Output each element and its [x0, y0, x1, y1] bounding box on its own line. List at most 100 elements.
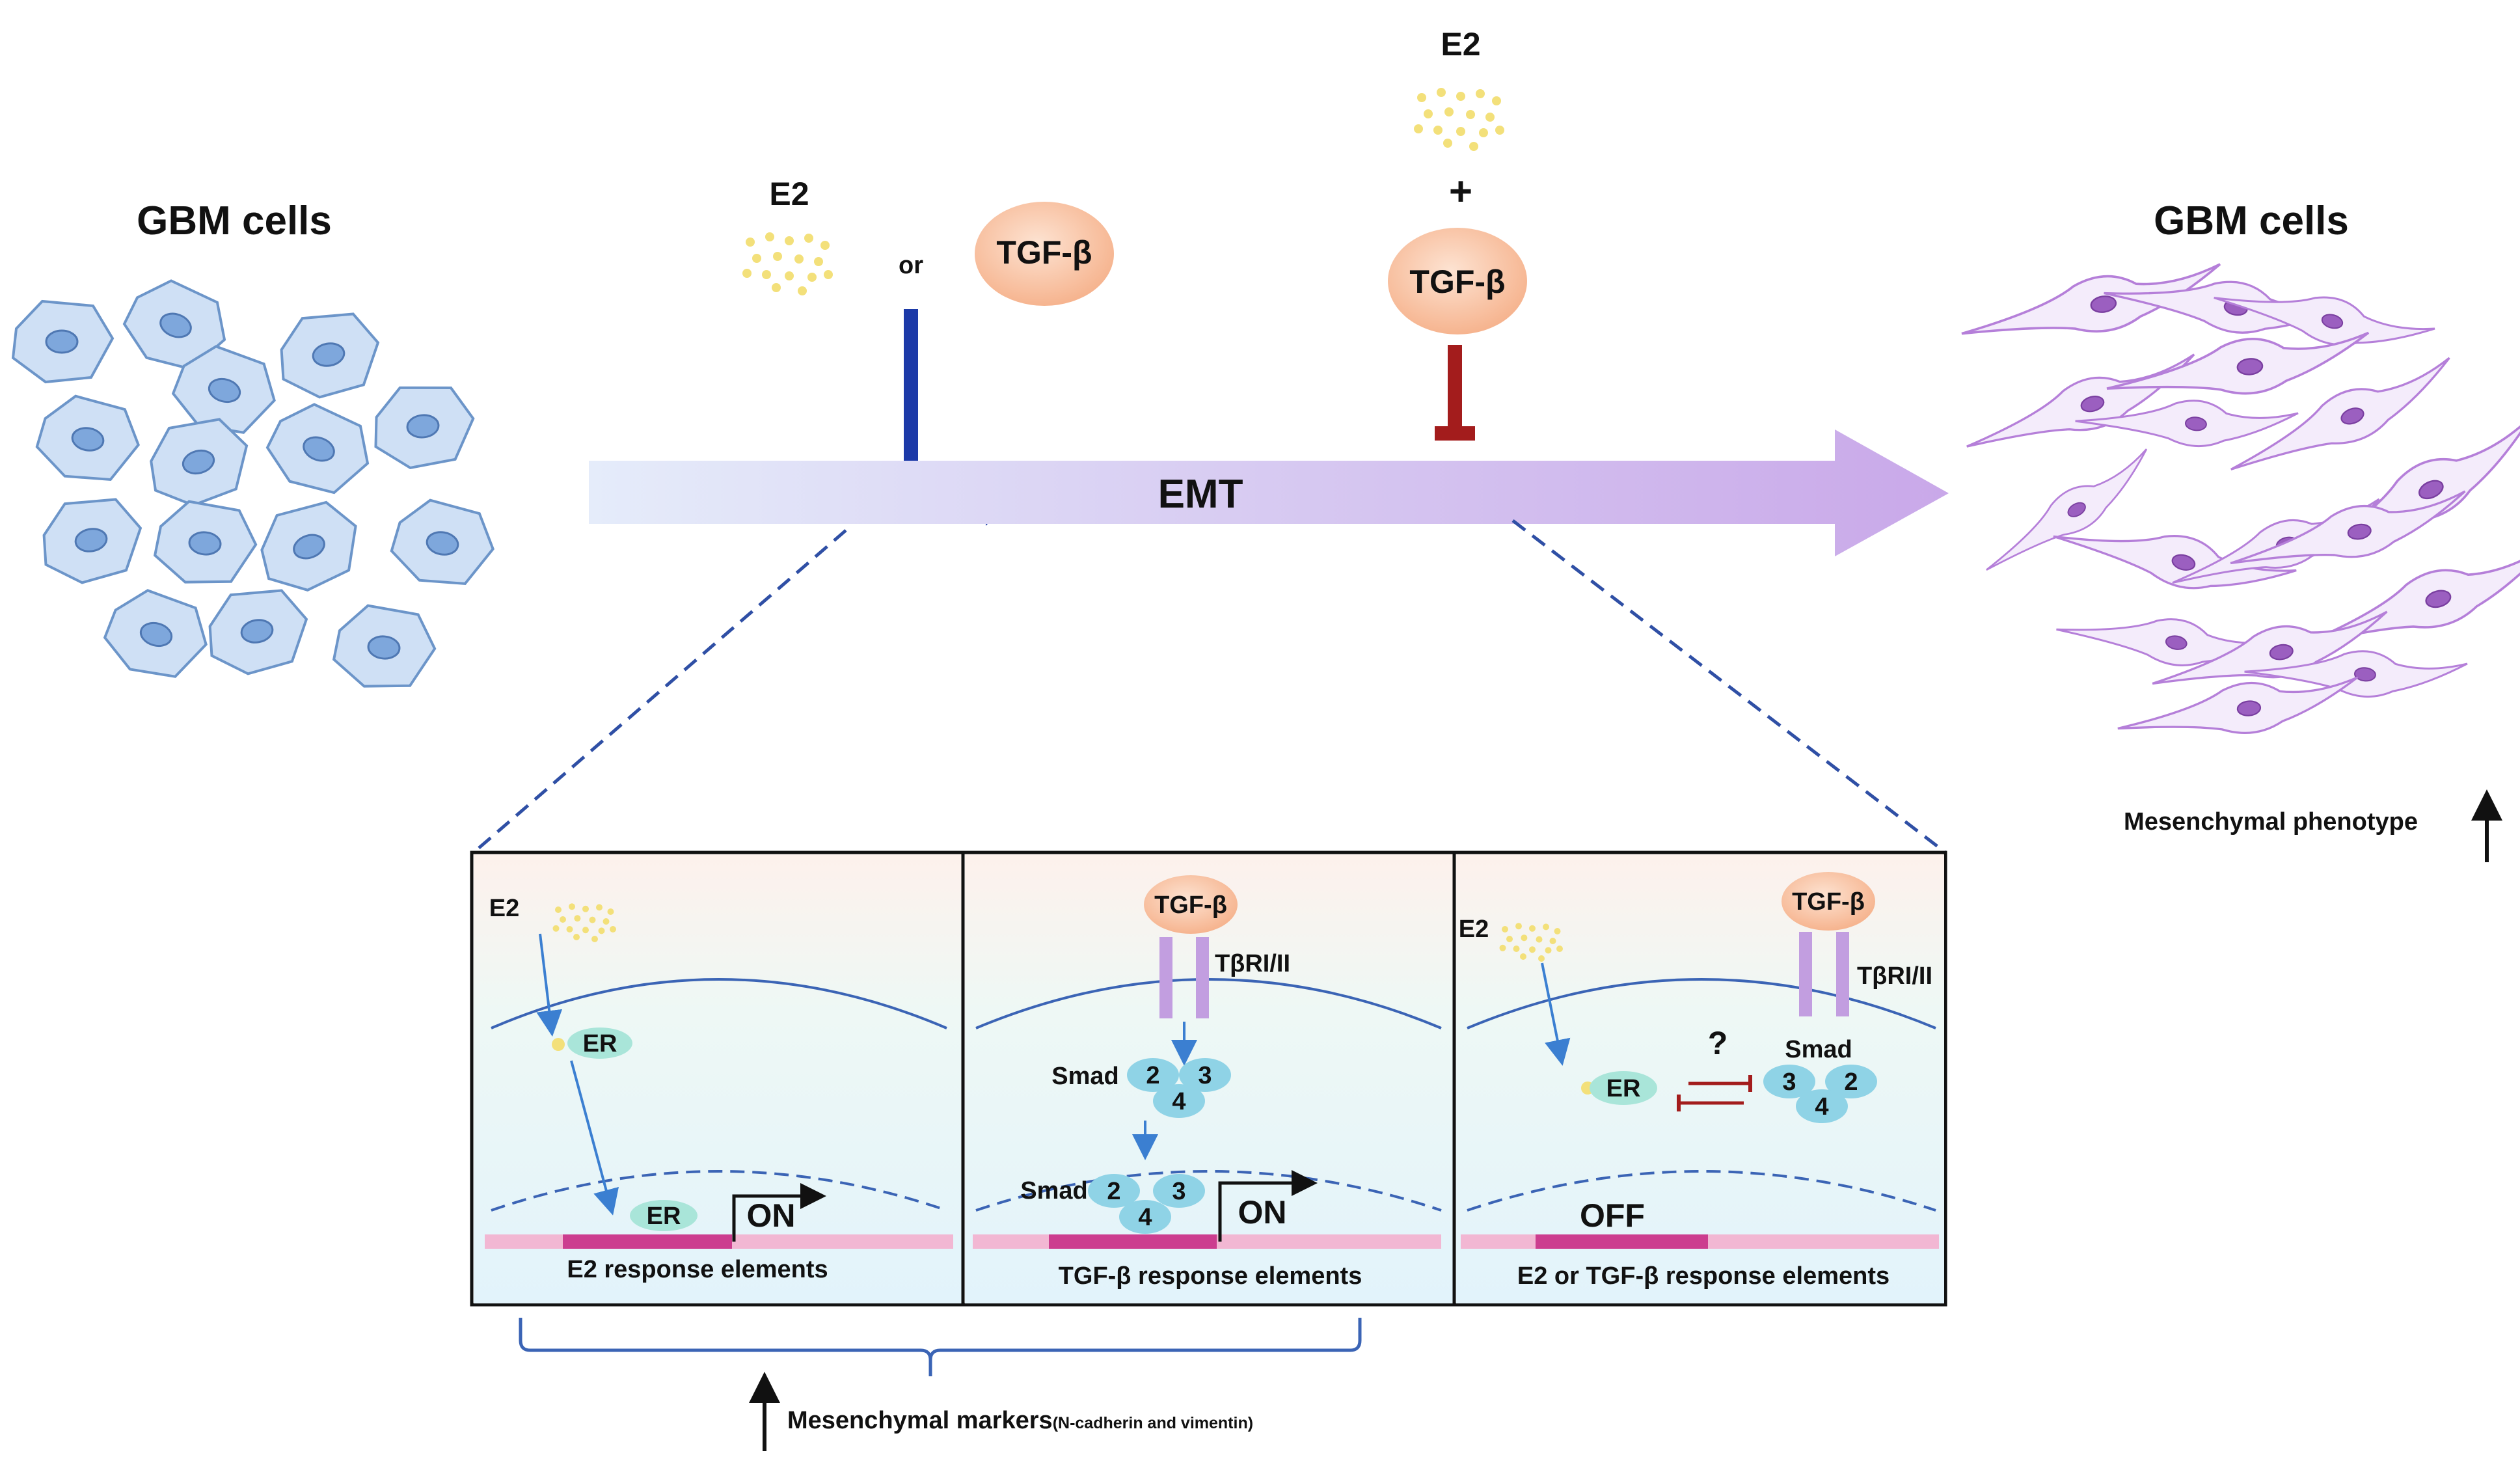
e2-dot	[1513, 946, 1520, 952]
e2-dot	[1520, 953, 1526, 960]
e2-dot	[1414, 124, 1423, 133]
epithelial-cell	[153, 500, 258, 584]
panel3-smad-label: Smad	[1785, 1036, 1852, 1063]
inhibit-bar-cap	[1435, 426, 1475, 441]
e2-dot	[1433, 126, 1443, 135]
epithelial-cell	[42, 498, 142, 584]
e2-dot	[824, 270, 833, 279]
e2-dot	[785, 236, 794, 245]
panel1-element-label: E2 response elements	[567, 1256, 828, 1283]
panel1-switch: ON	[747, 1197, 796, 1234]
epithelial-cell	[265, 403, 370, 495]
panel2-receptor-label: TβRI/II	[1215, 950, 1290, 977]
e2-dot	[582, 927, 589, 934]
markers-brace	[519, 1318, 1362, 1376]
panel2-switch: ON	[1238, 1194, 1287, 1231]
mesenchymal-cell	[2300, 543, 2520, 647]
e2-dot	[566, 926, 573, 932]
e2-dot	[742, 269, 752, 278]
panel2-smad-2: 2	[1146, 1062, 1159, 1089]
e2-dot	[1502, 926, 1508, 932]
e2-dot	[1424, 109, 1433, 118]
markers-detail: (N-cadherin and vimentin)	[1053, 1414, 1253, 1432]
e2-dot	[598, 927, 605, 934]
e2-dot	[1476, 89, 1485, 98]
right-cells-title: GBM cells	[2154, 198, 2349, 243]
panel3-e2-dots	[1499, 923, 1563, 962]
epithelial-cell	[150, 418, 249, 507]
e2-dot	[574, 915, 581, 922]
mesenchymal-cell	[1961, 263, 2221, 335]
e2-dot	[765, 232, 774, 241]
e2-dot	[1515, 923, 1522, 930]
panel3-switch: OFF	[1580, 1197, 1645, 1234]
panel-tgfb: TGF-β TβRI/II Smad 2 3 4 Smad 2 3 4 ON T…	[965, 854, 1454, 1303]
e2-label-combo: E2	[1441, 26, 1480, 62]
mesenchymal-cell	[2053, 535, 2297, 590]
e2-dot	[1492, 96, 1501, 105]
panel2-element-label: TGF-β response elements	[1059, 1262, 1362, 1290]
e2-dot	[573, 934, 580, 940]
markers-label: Mesenchymal markers(N-cadherin and vimen…	[787, 1407, 1253, 1434]
plus-sign: +	[1449, 169, 1472, 214]
panel1-er-nucleus	[630, 1200, 698, 1231]
panel3-receptor-right	[1836, 932, 1849, 1016]
panel2-receptor-left	[1159, 937, 1172, 1018]
panel3-receptor-left	[1799, 932, 1812, 1016]
e2-dot	[1456, 127, 1465, 136]
zoom-line-right	[1511, 519, 1947, 854]
e2-dot	[1536, 936, 1543, 943]
panel3-element-label: E2 or TGF-β response elements	[1517, 1262, 1890, 1290]
panel2-smad-nuc-4: 4	[1138, 1204, 1152, 1231]
e2-dot	[1556, 946, 1563, 952]
epithelial-cell	[103, 589, 208, 678]
inhibit-bar-vertical	[1448, 345, 1462, 436]
mesenchymal-phenotype-label: Mesenchymal phenotype	[2124, 808, 2418, 836]
tgfb-label-single: TGF-β	[996, 234, 1092, 271]
e2-dot	[582, 905, 589, 912]
e2-dot	[1538, 955, 1545, 962]
e2-dot	[1466, 110, 1475, 119]
panel-e2: E2 ER ER ON E2 response elements	[474, 854, 963, 1303]
panel1-e2-dots	[552, 903, 616, 942]
panel3-receptor-label: TβRI/II	[1857, 962, 1932, 990]
panel3-e2-label: E2	[1459, 916, 1489, 943]
e2-dot	[591, 936, 598, 942]
e2-dot	[1554, 928, 1561, 934]
epithelial-cell	[390, 498, 495, 586]
e2-dot	[1456, 92, 1465, 101]
panel2-smad-3: 3	[1198, 1062, 1212, 1089]
e2-dot	[1545, 947, 1552, 954]
mesenchymal-cell	[2152, 610, 2388, 685]
panel2-smad-nuc-label: Smad	[1020, 1177, 1087, 1205]
panel1-e2-label: E2	[489, 895, 519, 922]
or-label: or	[899, 252, 923, 279]
e2-dot	[569, 903, 575, 910]
e2-dot	[772, 283, 781, 292]
panel1-er-cytoplasm	[567, 1028, 632, 1059]
e2-dot	[1444, 107, 1454, 116]
e2-dot	[773, 252, 782, 261]
panel2-smad-nuc-2: 2	[1107, 1178, 1120, 1205]
e2-dot	[814, 257, 823, 266]
e2-dot	[1437, 88, 1446, 97]
panel2-smad-nuc-3: 3	[1172, 1178, 1185, 1205]
e2-dot	[610, 926, 616, 932]
epithelial-cell	[35, 394, 140, 482]
panel2-smad-label: Smad	[1051, 1063, 1118, 1090]
e2-dots-combo	[1414, 88, 1504, 151]
e2-dot	[1543, 923, 1549, 931]
e2-dot	[1529, 925, 1536, 932]
mesenchymal-cell	[2106, 331, 2370, 395]
epithelial-cell	[260, 500, 357, 592]
panel1-er-nuc-label: ER	[647, 1203, 681, 1230]
e2-dot	[1549, 938, 1556, 944]
panel2-tgfb-label: TGF-β	[1154, 892, 1227, 919]
mesenchymal-cell-cluster	[1961, 263, 2520, 735]
panel3-smad-4: 4	[1815, 1093, 1828, 1121]
epithelial-cell	[208, 589, 308, 675]
panel1-er-cyto-label: ER	[583, 1030, 617, 1057]
epithelial-cell-cluster	[11, 279, 495, 688]
e2-dot	[555, 906, 562, 913]
